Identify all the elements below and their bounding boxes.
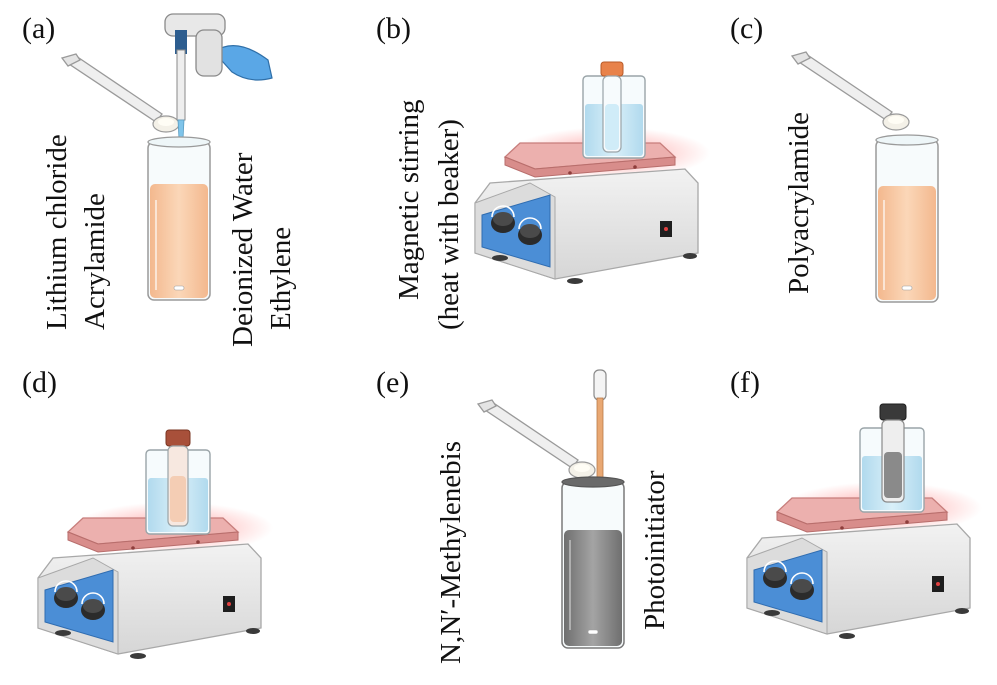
panel-c: (c) Polyacrylamide xyxy=(730,12,939,303)
panel-a-label: (a) xyxy=(22,12,55,45)
beaker-icon xyxy=(859,403,925,513)
spatula-icon xyxy=(61,53,180,133)
beaker-icon xyxy=(582,61,646,159)
panel-f: (f) xyxy=(730,366,983,640)
panel-b: (b) Magnetic stirring (heat with beaker) xyxy=(376,12,711,330)
panel-c-label: (c) xyxy=(730,12,763,45)
panel-d-label: (d) xyxy=(22,366,57,399)
panel-e: (e) N,N′-Methylenebis Photoinitiator xyxy=(376,366,671,664)
spatula-icon xyxy=(477,399,596,479)
panel-b-label: (b) xyxy=(376,12,411,45)
panel-e-label: (e) xyxy=(376,366,409,399)
heat-with-beaker-label: (heat with beaker) xyxy=(433,119,465,330)
acrylamide-label: Acrylamide xyxy=(79,193,111,330)
beaker-icon xyxy=(145,429,211,535)
peach-solution-tube xyxy=(147,136,211,301)
ethylene-label: Ethylene xyxy=(265,227,297,330)
panel-d: (d) xyxy=(22,366,274,660)
panel-a: (a) Lithium chloride Acrylamide Deionize… xyxy=(22,12,297,347)
photoinitiator-label: Photoinitiator xyxy=(639,470,671,630)
methylenebis-label: N,N′-Methylenebis xyxy=(435,441,467,664)
lithium-chloride-label: Lithium chloride xyxy=(41,134,73,330)
panel-f-label: (f) xyxy=(730,366,760,399)
gray-solution-tube xyxy=(561,476,625,649)
magnetic-stirring-label: Magnetic stirring xyxy=(393,99,425,300)
deionized-water-label: Deionized Water xyxy=(227,152,259,347)
pipette-icon xyxy=(164,13,273,159)
polyacrylamide-label: Polyacrylamide xyxy=(783,112,815,294)
peach-solution-tube xyxy=(875,134,939,303)
